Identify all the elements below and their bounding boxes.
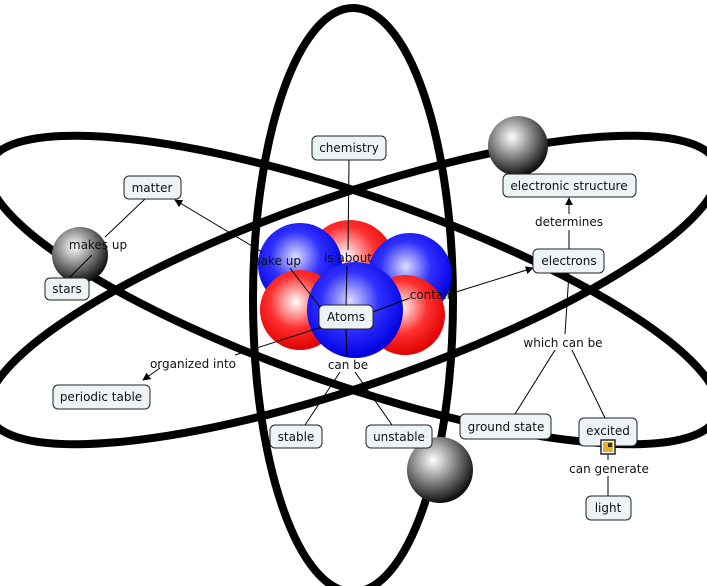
svg-text:light: light (595, 501, 622, 515)
svg-text:chemistry: chemistry (319, 141, 379, 155)
orbit-diagonal-b (0, 131, 707, 449)
svg-text:ground state: ground state (468, 420, 545, 434)
linking-phrases: makes up make up is about contain determ… (69, 215, 649, 476)
link-organized-into: organized into (150, 357, 236, 371)
orbit-diagonal-a (0, 131, 707, 449)
electron-ball (52, 227, 108, 283)
link-makes-up: makes up (69, 238, 127, 252)
atom-background (0, 4, 707, 586)
orbit-vertical (249, 4, 457, 586)
svg-text:unstable: unstable (373, 430, 425, 444)
svg-text:Atoms: Atoms (327, 310, 365, 324)
svg-text:periodic table: periodic table (60, 390, 142, 404)
concept-ground-state[interactable]: ground state (459, 413, 552, 440)
svg-text:matter: matter (132, 181, 173, 195)
link-make-up: make up (249, 254, 301, 268)
concept-electronic-structure[interactable]: electronic structure (502, 173, 637, 198)
link-which-can-be: which can be (523, 336, 602, 350)
concept-atoms[interactable]: Atoms (318, 304, 374, 330)
link-contain: contain (410, 288, 455, 302)
resource-icon[interactable] (600, 439, 616, 455)
concept-electrons[interactable]: electrons (532, 248, 605, 274)
concepts: chemistry matter electronic structure st… (44, 135, 638, 521)
svg-text:stars: stars (52, 282, 82, 296)
concept-unstable[interactable]: unstable (365, 424, 433, 449)
links (66, 159, 609, 496)
concept-periodic-table[interactable]: periodic table (52, 384, 151, 410)
link-can-be: can be (328, 358, 368, 372)
concept-matter[interactable]: matter (123, 175, 182, 200)
svg-text:stable: stable (278, 430, 315, 444)
link-determines: determines (535, 215, 603, 229)
concept-light[interactable]: light (585, 495, 632, 521)
svg-text:electrons: electrons (541, 254, 596, 268)
svg-text:electronic structure: electronic structure (510, 179, 627, 193)
concept-stars[interactable]: stars (44, 277, 90, 301)
link-is-about: is about (324, 251, 372, 265)
electron-ball (488, 116, 548, 176)
concept-excited[interactable]: excited (578, 417, 638, 447)
svg-text:excited: excited (586, 424, 630, 438)
concept-chemistry[interactable]: chemistry (311, 135, 387, 161)
nucleus (258, 220, 452, 358)
concept-stable[interactable]: stable (269, 424, 323, 449)
electron-ball (407, 437, 473, 503)
link-can-generate: can generate (569, 462, 649, 476)
